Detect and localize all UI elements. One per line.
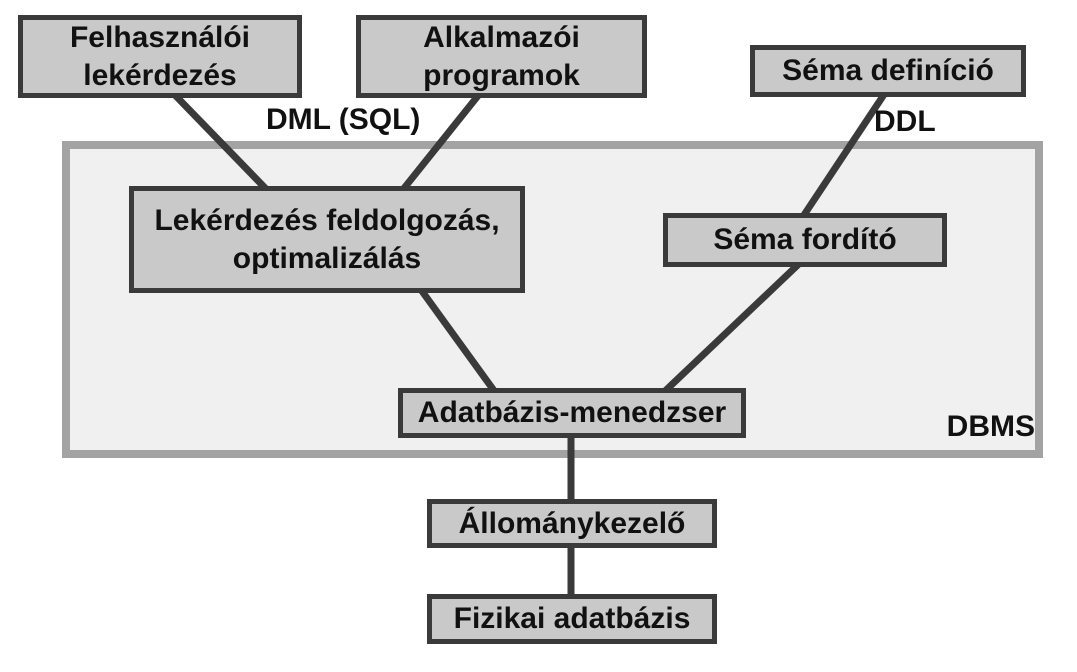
dbms-label: DBMS bbox=[946, 410, 1035, 443]
node-query-processing-label: Lekérdezés feldolgozás, optimalizálás bbox=[154, 204, 500, 275]
node-app-programs: Alkalmazói programok bbox=[356, 15, 647, 98]
node-schema-compiler: Séma fordító bbox=[663, 213, 947, 267]
node-schema-definition-label: Séma definíció bbox=[782, 54, 994, 88]
node-query-processing: Lekérdezés feldolgozás, optimalizálás bbox=[129, 186, 525, 293]
ddl-label: DDL bbox=[874, 105, 936, 138]
node-physical-db-label: Fizikai adatbázis bbox=[453, 602, 691, 636]
node-user-query: Felhasználói lekérdezés bbox=[18, 15, 302, 98]
node-physical-db: Fizikai adatbázis bbox=[427, 594, 717, 644]
node-db-manager: Adatbázis-menedzser bbox=[398, 388, 746, 438]
node-user-query-label: Felhasználói lekérdezés bbox=[69, 21, 251, 92]
node-db-manager-label: Adatbázis-menedzser bbox=[417, 396, 727, 430]
node-file-manager-label: Állománykezelő bbox=[458, 506, 686, 540]
dml-sql-label: DML (SQL) bbox=[266, 103, 421, 136]
node-schema-compiler-label: Séma fordító bbox=[713, 223, 897, 257]
node-schema-definition: Séma definíció bbox=[750, 45, 1026, 97]
node-file-manager: Állománykezelő bbox=[427, 499, 717, 548]
node-app-programs-label: Alkalmazói programok bbox=[423, 21, 580, 92]
